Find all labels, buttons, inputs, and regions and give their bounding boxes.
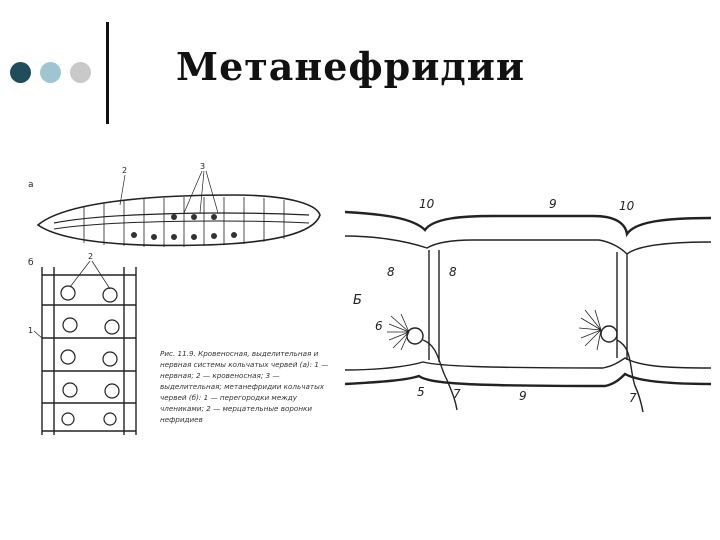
label-1-leader	[33, 330, 43, 339]
figure-caption: Рис. 11.9. Кровеносная, выделительная и …	[160, 349, 329, 424]
title-divider	[106, 22, 109, 124]
nephridia-dots	[131, 214, 237, 240]
slide-bullets	[10, 62, 100, 84]
blood-vessel	[53, 220, 310, 230]
upper-inner-wall	[344, 235, 712, 255]
label-7-left: 7	[453, 387, 461, 401]
slide-title: Метанефридии	[176, 44, 526, 89]
bullet-dot-light-blue	[40, 62, 61, 83]
segment-lines	[83, 197, 285, 247]
ciliated-funnel-right	[578, 309, 644, 413]
metanephridium-figure: 10 9 10 8 8 Б 6 5 7 9 7	[343, 190, 713, 415]
annelid-drawing: а 2 3 б 2	[28, 162, 321, 435]
annelid-systems-figure: а 2 3 б 2	[24, 155, 339, 440]
label-2: 2	[122, 166, 127, 175]
lower-inner-wall	[344, 357, 712, 371]
label-7-right: 7	[629, 391, 637, 405]
label-b: Б	[353, 293, 362, 308]
label-6: 6	[375, 319, 383, 333]
label-5: 5	[417, 385, 425, 399]
bullet-dot-dark	[10, 62, 31, 83]
label-8-left: 8	[387, 265, 395, 279]
panel-b-label: б	[28, 258, 34, 268]
label-9-top: 9	[549, 197, 557, 211]
metanephridium-drawing: 10 9 10 8 8 Б 6 5 7 9 7	[344, 197, 712, 413]
bullet-dot-gray	[70, 62, 91, 83]
ciliated-funnel-left	[387, 313, 458, 411]
worm-body-outline	[36, 194, 321, 247]
upper-body-wall	[344, 210, 712, 238]
septum-left	[428, 250, 440, 362]
label-2b-leaders	[69, 260, 111, 290]
label-2-leader	[119, 174, 126, 206]
label-8-right: 8	[449, 265, 457, 279]
nephridia-coils	[60, 285, 120, 426]
label-10-right: 10	[619, 199, 635, 213]
body-walls	[41, 267, 137, 435]
label-3-leaders	[183, 170, 219, 214]
septa	[42, 274, 136, 432]
label-3: 3	[200, 162, 205, 171]
label-1: 1	[28, 326, 33, 335]
label-10-left: 10	[419, 197, 435, 211]
label-2-panel-b: 2	[88, 252, 93, 261]
lower-body-wall	[344, 372, 712, 388]
panel-a-label: а	[28, 180, 34, 190]
label-9-bottom: 9	[519, 389, 527, 403]
nerve-cord	[53, 212, 310, 224]
